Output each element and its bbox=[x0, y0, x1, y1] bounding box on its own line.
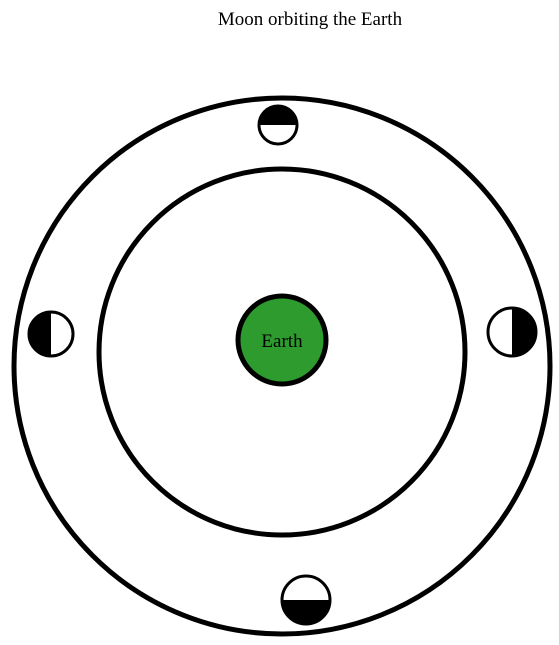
moon-left bbox=[29, 312, 73, 356]
moon-bottom-dark-half bbox=[282, 600, 330, 624]
earth: Earth bbox=[238, 296, 326, 384]
earth-label: Earth bbox=[261, 331, 303, 352]
moon-bottom bbox=[282, 576, 330, 624]
moon-left-dark-half bbox=[29, 312, 51, 356]
moon-right-dark-half bbox=[512, 308, 536, 356]
diagram-title: Moon orbiting the Earth bbox=[218, 9, 403, 30]
moon-right bbox=[488, 308, 536, 356]
moon-top bbox=[259, 106, 297, 144]
moon-top-dark-half bbox=[259, 106, 297, 125]
